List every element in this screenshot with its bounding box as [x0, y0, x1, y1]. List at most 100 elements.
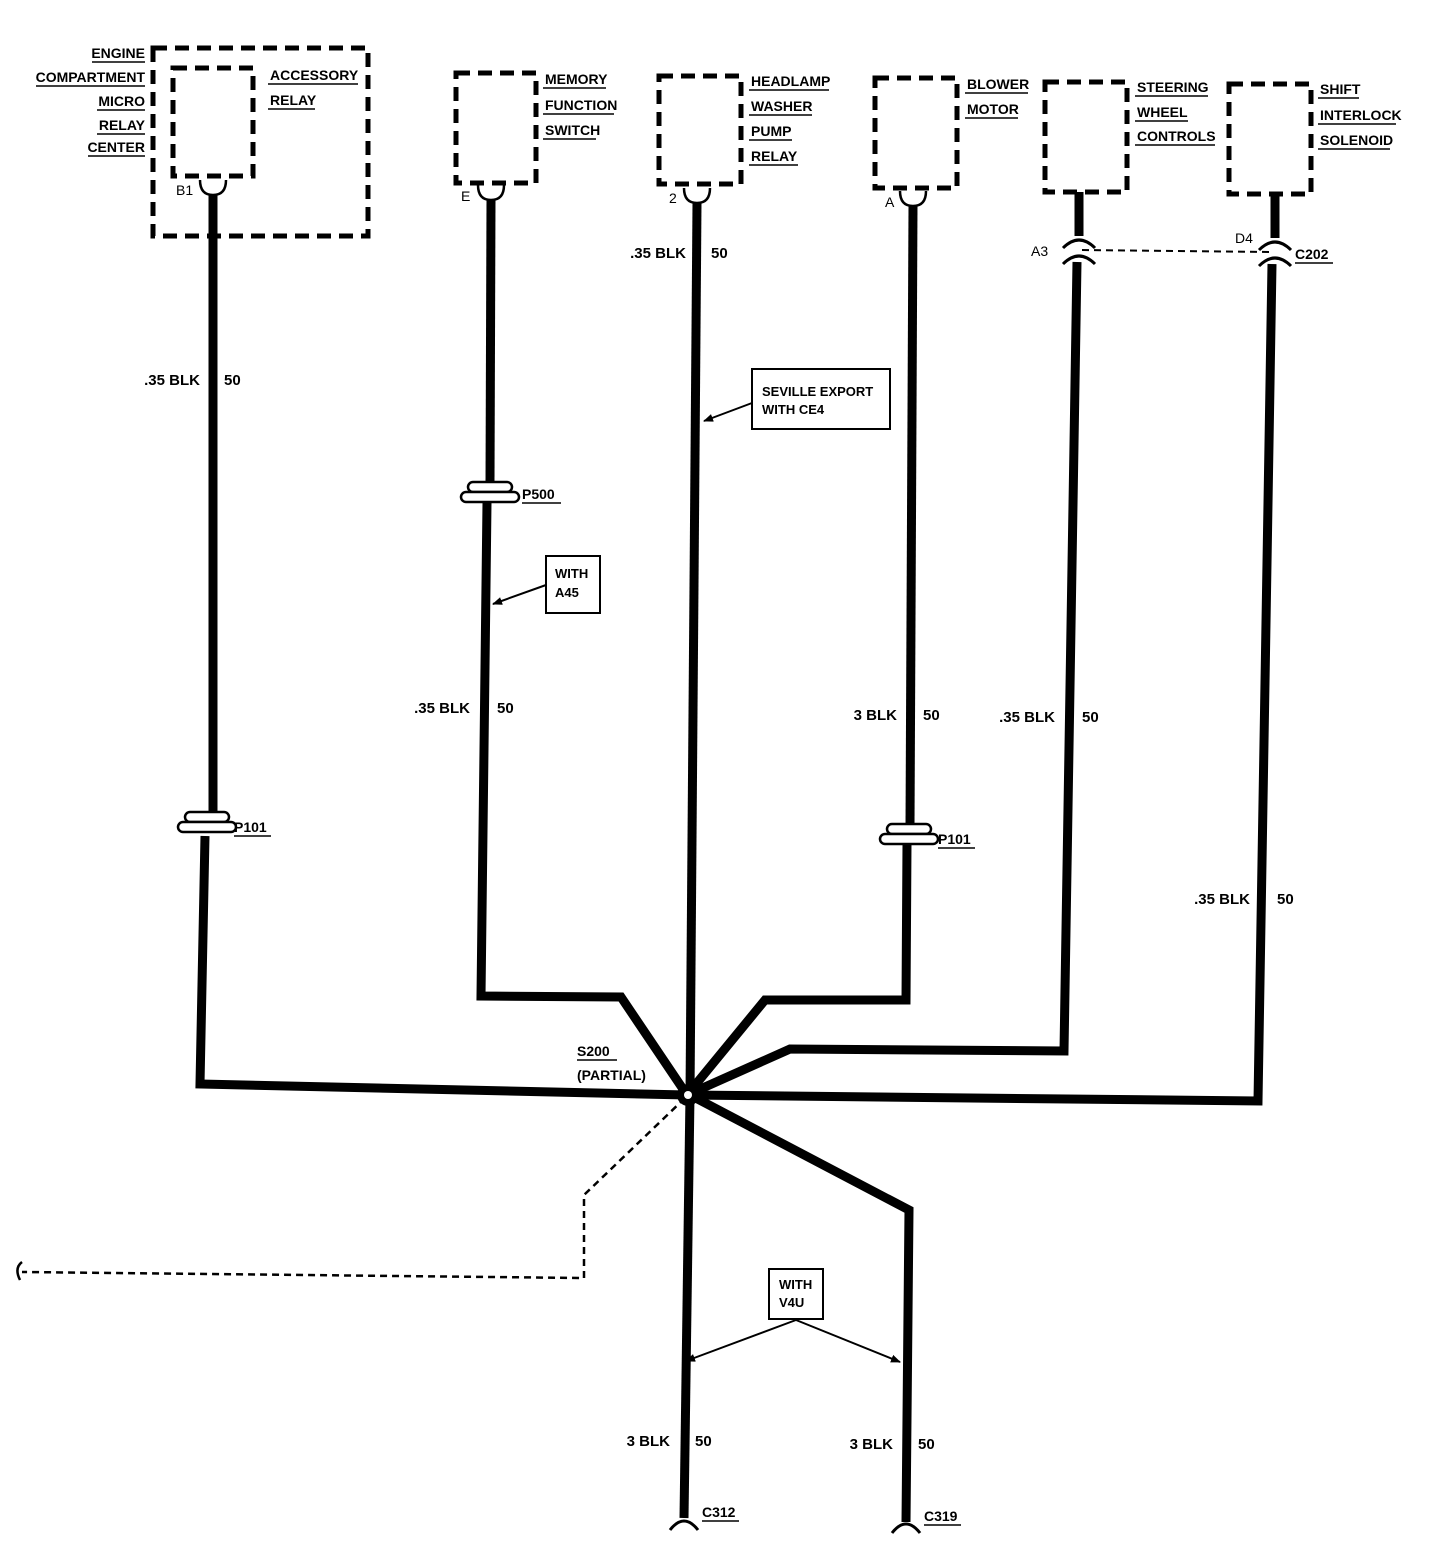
- wire-circuit-4: 50: [923, 707, 940, 724]
- connector-c202: C202: [1295, 246, 1329, 262]
- steering-wheel-controls-box: [1042, 79, 1130, 195]
- svg-text:ENGINE: ENGINE: [91, 45, 145, 61]
- svg-text:SOLENOID: SOLENOID: [1320, 132, 1393, 148]
- svg-text:HEADLAMP: HEADLAMP: [751, 73, 830, 89]
- blower-motor-box: [872, 75, 960, 191]
- svg-text:WITH: WITH: [779, 1277, 812, 1292]
- wire-circuit-6: 50: [1277, 891, 1294, 908]
- steering-wheel-controls-label: STEERING WHEEL CONTROLS: [1137, 79, 1216, 144]
- pin-d4: D4: [1235, 230, 1253, 246]
- wire-gauge-6: .35 BLK: [1194, 891, 1250, 908]
- engine-compartment-label: ENGINE COMPARTMENT MICRO RELAY CENTER: [36, 45, 146, 155]
- wire-circuit-3: 50: [711, 245, 728, 262]
- note-with-a45: WITH A45: [492, 555, 601, 614]
- svg-text:MEMORY: MEMORY: [545, 71, 608, 87]
- svg-text:V4U: V4U: [779, 1295, 804, 1310]
- connector-c312: C312: [702, 1504, 736, 1520]
- svg-text:ACCESSORY: ACCESSORY: [270, 67, 359, 83]
- branch-end-hook: [16, 1261, 23, 1281]
- wire-gauge-4: 3 BLK: [854, 707, 898, 724]
- svg-text:S200: S200: [577, 1043, 610, 1059]
- svg-text:(PARTIAL): (PARTIAL): [577, 1067, 646, 1083]
- wire-engine-compartment-lower: [195, 835, 688, 1100]
- memory-function-switch-label: MEMORY FUNCTION SWITCH: [545, 71, 617, 138]
- shift-interlock-solenoid-label: SHIFT INTERLOCK SOLENOID: [1320, 81, 1402, 148]
- svg-text:INTERLOCK: INTERLOCK: [1320, 107, 1402, 123]
- connector-p500: P500: [522, 486, 555, 502]
- wire-labels: .35 BLK 50 .35 BLK 50 .35 BLK 50 3 BLK 5…: [144, 245, 1294, 1453]
- c202-link: [1081, 249, 1271, 253]
- headlamp-washer-pump-relay-label: HEADLAMP WASHER PUMP RELAY: [751, 73, 830, 164]
- pin-e: E: [461, 188, 470, 204]
- dashed-branch: [21, 1097, 686, 1280]
- svg-text:A45: A45: [555, 585, 579, 600]
- svg-text:FUNCTION: FUNCTION: [545, 97, 617, 113]
- svg-text:WASHER: WASHER: [751, 98, 812, 114]
- wire-gauge-3: .35 BLK: [630, 245, 686, 262]
- inline-connector-p101-right: [878, 822, 940, 846]
- wire-steering-controls-lower: [685, 261, 1082, 1100]
- svg-text:RELAY: RELAY: [751, 148, 798, 164]
- wire-c312: [679, 1094, 695, 1519]
- svg-text:BLOWER: BLOWER: [967, 76, 1029, 92]
- svg-text:MOTOR: MOTOR: [967, 101, 1019, 117]
- connector-p101-right: P101: [938, 831, 971, 847]
- accessory-relay-box: [170, 65, 256, 179]
- note-with-v4u: WITH V4U: [685, 1268, 901, 1363]
- pin-2: 2: [669, 190, 677, 206]
- svg-text:SHIFT: SHIFT: [1320, 81, 1361, 97]
- pin-labels: B1 E 2 A A3 D4: [176, 182, 1253, 259]
- svg-text:MICRO: MICRO: [98, 93, 145, 109]
- wire-headlamp-washer: [685, 202, 702, 1096]
- connector-c319: C319: [924, 1508, 958, 1524]
- svg-text:RELAY: RELAY: [270, 92, 317, 108]
- wire-blower-motor-lower: [683, 843, 912, 1098]
- wire-gauge-2: .35 BLK: [414, 700, 470, 717]
- inline-connector-p500: [459, 480, 521, 504]
- pin-a3: A3: [1031, 243, 1048, 259]
- svg-text:COMPARTMENT: COMPARTMENT: [36, 69, 146, 85]
- pin-a: A: [885, 194, 895, 210]
- wire-memory-switch-lower: [476, 502, 691, 1098]
- svg-text:PUMP: PUMP: [751, 123, 791, 139]
- accessory-relay-label: ACCESSORY RELAY: [270, 67, 359, 108]
- component-boxes: [150, 45, 1314, 239]
- svg-text:SEVILLE EXPORT: SEVILLE EXPORT: [762, 384, 873, 399]
- engine-compartment-box: [150, 45, 371, 239]
- label-underlines: [36, 61, 1396, 166]
- svg-text:SWITCH: SWITCH: [545, 122, 600, 138]
- connector-labels: P101 P500 P101 C202 C312 C319: [234, 246, 1329, 1524]
- svg-text:WITH: WITH: [555, 566, 588, 581]
- wire-gauge-7: 3 BLK: [627, 1433, 671, 1450]
- inline-connector-p101-left: [176, 810, 238, 834]
- wire-memory-switch: [485, 199, 496, 484]
- wire-c319: [687, 1091, 914, 1523]
- blower-motor-label: BLOWER MOTOR: [967, 76, 1029, 117]
- wire-shift-interlock-lower: [686, 263, 1277, 1106]
- wire-circuit-1: 50: [224, 372, 241, 389]
- wire-circuit-2: 50: [497, 700, 514, 717]
- connector-p101-left: P101: [234, 819, 267, 835]
- splice-label: S200 (PARTIAL): [577, 1043, 646, 1083]
- note-seville-export: SEVILLE EXPORT WITH CE4: [703, 368, 891, 430]
- splice-center: [684, 1091, 692, 1099]
- shift-interlock-solenoid-box: [1226, 81, 1314, 197]
- svg-text:STEERING: STEERING: [1137, 79, 1209, 95]
- memory-function-switch-box: [453, 70, 539, 186]
- wire-blower-motor: [905, 205, 918, 827]
- c202-connector: [1061, 238, 1293, 268]
- wire-circuit-8: 50: [918, 1436, 935, 1453]
- wire-gauge-1: .35 BLK: [144, 372, 200, 389]
- pin-terminals: [198, 179, 928, 208]
- svg-text:RELAY: RELAY: [99, 117, 146, 133]
- svg-text:CONTROLS: CONTROLS: [1137, 128, 1216, 144]
- wire-circuit-5: 50: [1082, 709, 1099, 726]
- svg-text:CENTER: CENTER: [87, 139, 145, 155]
- svg-text:WHEEL: WHEEL: [1137, 104, 1188, 120]
- wire-circuit-7: 50: [695, 1433, 712, 1450]
- headlamp-washer-relay-box: [656, 73, 744, 187]
- svg-text:WITH CE4: WITH CE4: [762, 402, 825, 417]
- wire-gauge-8: 3 BLK: [850, 1436, 894, 1453]
- wire-gauge-5: .35 BLK: [999, 709, 1055, 726]
